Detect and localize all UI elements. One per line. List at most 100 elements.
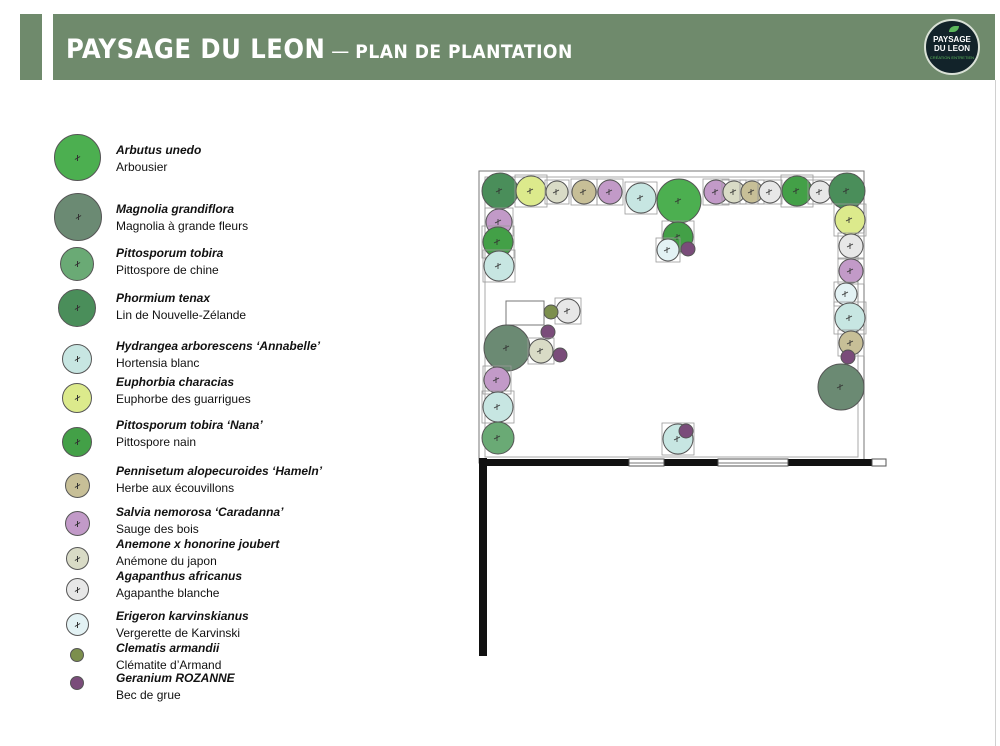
plant-center-mark — [636, 195, 644, 201]
west-wall — [479, 458, 487, 656]
logo-line-2: DU LEON — [934, 44, 970, 53]
planting-pot — [544, 179, 570, 205]
plant-center-mark — [494, 263, 502, 269]
south-wall-segment — [485, 459, 629, 466]
plant-center-mark — [495, 188, 503, 194]
legend-symbol-geranium — [70, 676, 84, 690]
plant-symbol — [571, 179, 597, 205]
legend-symbol-phormium — [58, 289, 96, 327]
plant-symbol — [808, 180, 832, 204]
plant-center-mark — [605, 189, 613, 195]
plant-symbol — [481, 421, 515, 455]
page-edge-rule — [995, 80, 996, 746]
legend-symbol-clematis — [70, 648, 84, 662]
plant-center-mark — [846, 340, 854, 346]
plant-center-mark — [674, 198, 682, 204]
plant-center-mark — [845, 315, 853, 321]
planter-box — [505, 300, 545, 326]
plant-symbol — [552, 347, 568, 363]
wall-lines — [479, 458, 887, 656]
legend-latin: Magnolia grandiflora — [116, 202, 235, 216]
legend-symbol-salvia — [65, 511, 90, 536]
legend-common: Hortensia blanc — [116, 356, 200, 370]
plant-symbol — [838, 233, 864, 259]
legend-symbol-erigeron — [66, 613, 89, 636]
plant-center-mark — [492, 377, 500, 383]
legend-symbol-agapanthus — [66, 578, 89, 601]
legend-latin: Hydrangea arborescens ‘Annabelle’ — [116, 339, 321, 353]
legend-common: Bec de grue — [116, 688, 181, 702]
legend-symbol-pittosporum — [60, 247, 94, 281]
plant-symbol — [528, 338, 554, 364]
company-name: PAYSAGE DU LEON — [66, 34, 326, 65]
plant-symbol — [758, 180, 782, 204]
legend-latin: Clematis armandii — [116, 641, 220, 655]
plant-symbol — [840, 349, 856, 365]
plant-center-mark — [792, 188, 800, 194]
legend-symbol-pennisetum — [65, 473, 90, 498]
legend-common: Arbousier — [116, 160, 168, 174]
plant-center-mark — [552, 189, 560, 195]
planting-plan-drawing — [478, 170, 887, 656]
plant-symbol — [834, 302, 866, 334]
legend-symbol-hydrangea — [62, 344, 92, 374]
plant-center-mark — [765, 189, 773, 195]
gate-opening — [717, 458, 789, 467]
legend-symbol-anemone — [66, 547, 89, 570]
planting-pot — [655, 237, 681, 263]
plant-symbol — [483, 250, 515, 282]
plant-center-mark — [842, 188, 850, 194]
plant-center-mark — [563, 308, 571, 314]
plant-center-mark — [841, 291, 849, 297]
plant-symbol — [834, 204, 866, 236]
plant-center-mark — [673, 436, 681, 442]
plant-symbol — [483, 366, 511, 394]
plant-symbol — [680, 241, 696, 257]
plant-symbol — [483, 324, 531, 372]
legend-symbol-pittosporum-nana — [62, 427, 92, 457]
plant-center-mark — [815, 189, 823, 195]
legend-latin: Anemone x honorine joubert — [116, 537, 280, 551]
legend-latin: Erigeron karvinskianus — [116, 609, 249, 623]
planting-pot — [661, 422, 695, 456]
legend-latin: Pennisetum alopecuroides ‘Hameln’ — [116, 464, 323, 478]
legend-common: Lin de Nouvelle-Zélande — [116, 308, 247, 322]
plant-center-mark — [494, 219, 502, 225]
planting-pot — [596, 178, 624, 206]
south-wall-segment — [788, 459, 872, 466]
plant-center-mark — [493, 404, 501, 410]
legend-common: Anémone du japon — [116, 554, 217, 568]
plant-symbol — [817, 363, 865, 411]
plant-center-mark — [579, 189, 587, 195]
plant-symbol — [481, 172, 519, 210]
plant-center-mark — [711, 189, 719, 195]
company-logo: PAYSAGE DU LEON CRÉATION ENTRETIEN — [924, 19, 980, 75]
gate-opening — [628, 458, 665, 467]
logo-line-1: PAYSAGE — [933, 35, 971, 44]
plant-symbol — [515, 175, 547, 207]
plant-symbol — [656, 178, 702, 224]
leaf-icon — [949, 26, 959, 32]
plant-center-mark — [502, 345, 510, 351]
legend-symbol-euphorbia — [62, 383, 92, 413]
plant-center-mark — [663, 247, 671, 253]
plant-center-mark — [846, 268, 854, 274]
legend-latin: Phormium tenax — [116, 291, 211, 305]
plant-symbol — [543, 304, 559, 320]
plant-symbol — [482, 391, 514, 423]
legend-common: Vergerette de Karvinski — [116, 626, 241, 640]
plant-symbol — [625, 182, 657, 214]
plant-center-mark — [846, 243, 854, 249]
legend-symbol-magnolia — [54, 193, 102, 241]
plant-center-mark — [536, 348, 544, 354]
legend-symbol-arbutus — [54, 134, 101, 181]
title-separator: — — [331, 39, 350, 63]
plant-center-mark — [493, 435, 501, 441]
south-wall-segment — [664, 459, 718, 466]
plant-symbol — [555, 298, 581, 324]
plant-center-mark — [526, 188, 534, 194]
header-bar — [53, 14, 995, 80]
plant-symbol — [678, 423, 694, 439]
legend-common: Herbe aux écouvillons — [116, 481, 235, 495]
plant-symbol — [545, 180, 569, 204]
